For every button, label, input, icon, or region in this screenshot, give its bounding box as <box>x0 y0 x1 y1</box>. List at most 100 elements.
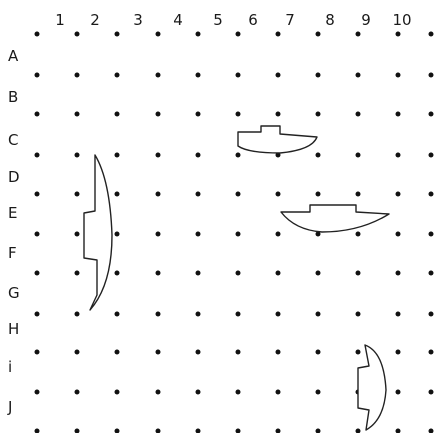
grid-dot <box>236 73 241 78</box>
grid-dot <box>236 271 241 276</box>
grid-dot <box>196 112 201 117</box>
grid-dot <box>316 73 321 78</box>
grid-dot <box>115 312 120 317</box>
row-label-c: C <box>8 131 18 149</box>
grid-dot <box>115 350 120 355</box>
grid-dot <box>196 32 201 37</box>
grid-dot <box>35 32 40 37</box>
column-label-3: 3 <box>133 11 143 29</box>
grid-dot <box>396 271 401 276</box>
grid-dot <box>236 390 241 395</box>
row-label-h: H <box>8 320 19 338</box>
grid-dot <box>276 350 281 355</box>
grid-dot <box>115 32 120 37</box>
grid-dot <box>115 429 120 433</box>
grid-dot <box>75 192 80 197</box>
grid-dot <box>276 192 281 197</box>
grid-dot <box>429 192 434 197</box>
grid-dot <box>156 312 161 317</box>
grid-dot <box>276 271 281 276</box>
grid-dot <box>429 350 434 355</box>
grid-dot <box>356 350 361 355</box>
grid-dot <box>196 350 201 355</box>
ship-horizontal-e <box>281 205 389 232</box>
grid-dot <box>115 153 120 158</box>
grid-dot <box>396 112 401 117</box>
grid-dot <box>276 112 281 117</box>
grid-dot <box>35 73 40 78</box>
grid-dot <box>156 232 161 237</box>
grid-dot <box>75 350 80 355</box>
grid-dot <box>236 32 241 37</box>
grid-dot <box>429 73 434 78</box>
grid-dot <box>276 73 281 78</box>
grid-dot <box>429 390 434 395</box>
grid-dot <box>75 112 80 117</box>
grid-dot <box>316 312 321 317</box>
grid-dot <box>35 112 40 117</box>
grid-dot <box>35 232 40 237</box>
grid-dot <box>115 112 120 117</box>
grid-dot <box>115 192 120 197</box>
column-label-1: 1 <box>55 11 65 29</box>
grid-dot <box>316 429 321 433</box>
grid-dot <box>115 232 120 237</box>
grid-dot <box>196 271 201 276</box>
grid-dot <box>236 232 241 237</box>
row-label-f: F <box>8 244 17 262</box>
column-label-7: 7 <box>285 11 295 29</box>
grid-dot <box>356 429 361 433</box>
grid-dot <box>429 271 434 276</box>
grid-dot <box>356 232 361 237</box>
grid-dot <box>75 73 80 78</box>
grid-dot <box>196 192 201 197</box>
grid-dot <box>156 390 161 395</box>
column-label-6: 6 <box>248 11 258 29</box>
grid-dot <box>196 232 201 237</box>
grid-dot <box>429 429 434 433</box>
grid-dot <box>396 192 401 197</box>
grid-dot <box>316 153 321 158</box>
column-label-2: 2 <box>90 11 100 29</box>
grid-dot <box>75 32 80 37</box>
column-label-10: 10 <box>392 11 411 29</box>
grid-dot <box>356 271 361 276</box>
grid-dot <box>115 390 120 395</box>
grid-dot <box>196 429 201 433</box>
grid-dot <box>429 232 434 237</box>
grid-dot <box>75 153 80 158</box>
grid-dot <box>316 271 321 276</box>
grid-dot <box>429 32 434 37</box>
grid-dot <box>75 312 80 317</box>
grid-dot <box>276 232 281 237</box>
grid-dot <box>35 153 40 158</box>
ship-vertical-column-2 <box>84 155 112 310</box>
column-label-9: 9 <box>361 11 371 29</box>
grid-dot <box>35 390 40 395</box>
grid-dot <box>396 232 401 237</box>
row-label-j: J <box>7 398 12 416</box>
row-label-e: E <box>8 204 17 222</box>
grid-dot <box>316 112 321 117</box>
column-label-5: 5 <box>213 11 223 29</box>
grid-dot <box>429 312 434 317</box>
row-label-d: D <box>8 168 20 186</box>
grid-dot <box>35 350 40 355</box>
column-label-4: 4 <box>173 11 183 29</box>
grid-dot <box>396 153 401 158</box>
grid-dot <box>356 32 361 37</box>
row-label-g: G <box>8 284 20 302</box>
grid-dot <box>396 350 401 355</box>
grid-dot <box>396 312 401 317</box>
grid-dot <box>196 312 201 317</box>
grid-dot <box>276 32 281 37</box>
row-label-a: A <box>8 47 19 65</box>
grid-dot <box>156 271 161 276</box>
row-label-b: B <box>8 88 18 106</box>
grid-dot <box>75 429 80 433</box>
grid-dot <box>276 390 281 395</box>
